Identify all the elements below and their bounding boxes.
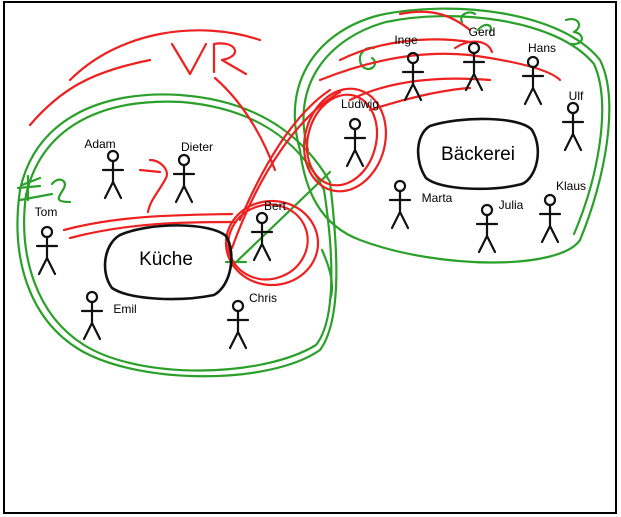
person-emil-label: Emil	[113, 302, 136, 316]
person-tom-label: Tom	[35, 205, 58, 219]
person-dieter	[172, 153, 196, 204]
green-group-left-outline	[16, 93, 338, 378]
person-chris-label: Chris	[249, 291, 277, 305]
person-chris	[226, 299, 250, 350]
person-inge-label: Inge	[394, 33, 418, 47]
person-julia	[475, 203, 499, 254]
person-inge	[401, 51, 425, 102]
person-julia-label: Julia	[499, 198, 524, 212]
green-group-right-outline	[293, 7, 611, 264]
person-hans-label: Hans	[528, 41, 556, 55]
person-adam-label: Adam	[84, 137, 115, 151]
kitchen-room: Küche	[103, 224, 233, 301]
person-klaus-label: Klaus	[556, 179, 586, 193]
red-annotations	[28, 10, 562, 287]
person-gerd-label: Gerd	[469, 25, 496, 39]
person-marta	[388, 179, 412, 230]
person-emil	[80, 290, 104, 341]
page-frame	[3, 1, 617, 514]
kitchen-label: Küche	[139, 249, 193, 270]
person-dieter-label: Dieter	[181, 140, 213, 154]
person-marta-label: Marta	[422, 191, 453, 205]
person-adam	[101, 149, 125, 200]
person-tom	[35, 225, 59, 276]
person-klaus	[538, 193, 562, 244]
person-ulf	[561, 101, 585, 152]
person-ludwig	[343, 117, 367, 168]
person-hans	[521, 55, 545, 106]
person-gerd	[462, 41, 486, 92]
person-bert-label: Bert	[264, 199, 287, 213]
person-ludwig-label: Ludwig	[341, 97, 379, 111]
bakery-room: Bäckerei	[416, 117, 540, 191]
person-bert	[250, 211, 274, 262]
bakery-label: Bäckerei	[441, 144, 515, 165]
person-ulf-label: Ulf	[569, 89, 584, 103]
